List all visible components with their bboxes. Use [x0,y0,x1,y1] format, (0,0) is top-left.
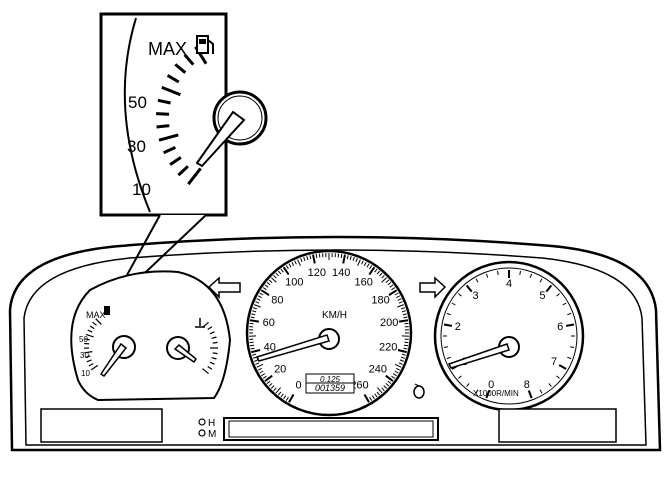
hi-indicator: H [199,418,215,429]
tachometer-tick-label: 3 [473,290,479,302]
right-arrow-icon [420,278,445,297]
speedometer-tick-label: 60 [263,317,275,329]
inset-label-50: 50 [128,93,147,112]
speedometer-tick-label: 80 [271,294,283,306]
inset-label-max: MAX [148,39,187,59]
tachometer-tick [570,347,574,348]
tachometer-unit: X1000R/MIN [473,389,519,398]
speedometer-tick-label: 0 [295,380,301,392]
left-info-display [41,409,162,442]
m-indicator-label: M [208,429,216,440]
inset-label-10: 10 [132,180,151,199]
fuel-label-max: MAX [86,310,106,320]
speedometer-tick-label: 180 [371,294,389,306]
speedometer-tick-label: 200 [380,317,398,329]
speedometer-tick [250,345,254,346]
tachometer-tick [498,271,499,275]
speedometer-tick [399,320,408,321]
fuel-label-10: 10 [81,369,90,378]
right-info-display [499,409,616,442]
speedometer-unit: KM/H [322,310,347,321]
tachometer-tick-label: 5 [539,290,545,302]
odometer-display-value: 001359 [315,383,345,393]
speedometer-tick [250,320,259,321]
speedometer-tick-label: 120 [308,267,326,279]
temperature-tick [213,342,218,343]
speedometer-tick [404,345,408,346]
speedometer-tick [341,254,342,258]
fuel-label-30: 30 [80,351,89,360]
fuel-pump-icon [104,306,110,315]
inset-label-30: 30 [127,137,146,156]
inset-tick [157,126,170,127]
tachometer-tick [444,347,448,348]
m-indicator: M [199,429,216,440]
speedometer-tick [316,254,317,258]
speedometer-tick-label: 160 [355,277,373,289]
speedometer-tick-label: 100 [285,277,303,289]
tachometer-tick [566,325,574,326]
zoom-inset: MAX 50 30 10 [101,14,266,306]
tachometer-tick-label: 6 [557,321,563,333]
tachometer-tick-label: 4 [506,278,512,290]
speedometer-tick-label: 20 [274,364,286,376]
speedometer-tick-label: 240 [369,364,387,376]
tachometer-tick [520,271,521,275]
inset-tick [156,114,169,115]
tachometer-tick-label: 8 [524,379,530,391]
speedometer-tick-label: 220 [379,342,397,354]
tachometer: 012345678 X1000R/MIN [435,262,583,410]
fuel-temp-gauge: MAX 50 30 10 [71,271,230,400]
bulb-icon [414,384,424,398]
fuel-label-50: 50 [79,335,88,344]
tachometer-tick-label: 7 [551,356,557,368]
tachometer-tick [444,325,452,326]
speedometer-tick-label: 140 [332,267,350,279]
hi-indicator-label: H [208,418,215,429]
tachometer-tick-label: 2 [455,321,461,333]
temperature-tick [213,353,218,354]
